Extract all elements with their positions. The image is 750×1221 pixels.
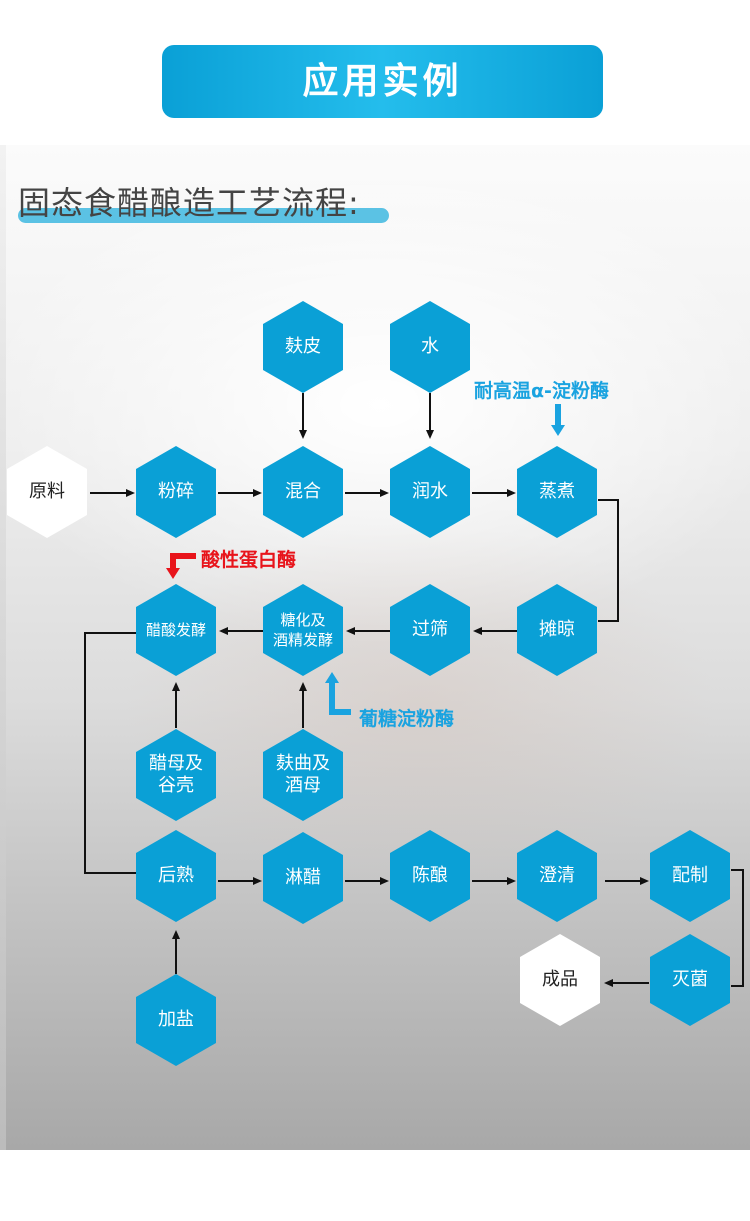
connector xyxy=(605,880,641,882)
background-edge xyxy=(0,145,6,1150)
node-label: 麸曲及酒母 xyxy=(276,753,330,797)
node-label-line: 醋母及 xyxy=(149,753,203,774)
subtitle-highlight xyxy=(18,208,389,223)
connector xyxy=(84,872,138,874)
arrow-right-icon xyxy=(380,489,389,497)
connector xyxy=(731,869,743,871)
connector xyxy=(228,630,264,632)
node-label: 混合 xyxy=(285,481,321,502)
node-label: 澄清 xyxy=(539,865,575,886)
arrow-up-icon xyxy=(299,682,307,691)
connector xyxy=(355,630,391,632)
connector xyxy=(175,690,177,728)
node-label: 醋母及谷壳 xyxy=(149,753,203,797)
node-label: 灭菌 xyxy=(672,969,708,990)
node-label-line: 酒母 xyxy=(285,775,321,796)
connector xyxy=(345,880,381,882)
subtitle-block: 固态食醋酿造工艺流程: xyxy=(18,178,389,224)
enzyme-arrow-shaft xyxy=(170,553,176,569)
arrow-left-icon xyxy=(219,627,228,635)
connector xyxy=(472,880,508,882)
enzyme-alpha-amylase: 耐高温α-淀粉酶 xyxy=(474,380,609,402)
section-banner: 应用实例 xyxy=(162,45,603,118)
connector xyxy=(598,499,618,501)
node-label: 淋醋 xyxy=(285,867,321,888)
arrow-left-icon xyxy=(346,627,355,635)
node-fupi: 麸皮 xyxy=(263,301,343,393)
connector xyxy=(84,632,138,634)
node-label: 陈酿 xyxy=(412,865,448,886)
node-label-line: 糖化及 xyxy=(280,611,326,629)
page-subtitle: 固态食醋酿造工艺流程: xyxy=(18,184,360,222)
enzyme-arrow-shaft xyxy=(170,553,196,559)
node-label: 醋酸发酵 xyxy=(145,621,206,639)
node-label-line: 麸曲及 xyxy=(276,753,330,774)
connector xyxy=(90,492,126,494)
connector xyxy=(345,492,381,494)
arrow-up-icon xyxy=(172,930,180,939)
enzyme-arrow-shaft xyxy=(329,682,335,714)
arrow-right-icon xyxy=(253,877,262,885)
node-label: 配制 xyxy=(672,865,708,886)
connector xyxy=(613,982,649,984)
arrow-right-icon xyxy=(253,489,262,497)
node-label: 润水 xyxy=(412,481,448,502)
background-photo xyxy=(0,145,750,1150)
arrow-down-icon xyxy=(299,430,307,439)
arrow-down-icon xyxy=(166,568,180,579)
arrow-left-icon xyxy=(473,627,482,635)
connector xyxy=(218,492,254,494)
node-label: 糖化及酒精发酵 xyxy=(273,610,333,650)
node-label: 水 xyxy=(421,336,439,357)
node-label: 摊晾 xyxy=(539,619,575,640)
connector xyxy=(175,938,177,974)
node-label: 原料 xyxy=(29,481,65,502)
node-label: 加盐 xyxy=(158,1009,194,1030)
arrow-right-icon xyxy=(507,489,516,497)
connector xyxy=(482,630,518,632)
node-shui: 水 xyxy=(390,301,470,393)
connector xyxy=(472,492,508,494)
connector xyxy=(429,393,431,431)
arrow-right-icon xyxy=(380,877,389,885)
enzyme-glucoamylase: 葡糖淀粉酶 xyxy=(359,708,455,730)
node-label: 后熟 xyxy=(158,865,194,886)
arrow-up-icon xyxy=(172,682,180,691)
arrow-right-icon xyxy=(507,877,516,885)
node-label: 粉碎 xyxy=(158,481,194,502)
connector xyxy=(731,985,744,987)
node-label: 过筛 xyxy=(412,619,448,640)
node-label-line: 谷壳 xyxy=(158,775,194,796)
connector xyxy=(617,499,619,622)
enzyme-arrow-shaft xyxy=(329,709,351,715)
arrow-left-icon xyxy=(604,979,613,987)
arrow-right-icon xyxy=(126,489,135,497)
connector xyxy=(302,393,304,431)
connector xyxy=(742,869,744,987)
connector xyxy=(84,632,86,874)
arrow-right-icon xyxy=(640,877,649,885)
arrow-up-icon xyxy=(325,672,339,683)
node-label-line: 酒精发酵 xyxy=(272,631,333,649)
enzyme-acid-protease: 酸性蛋白酶 xyxy=(201,549,297,571)
enzyme-arrow-shaft xyxy=(555,404,561,426)
connector xyxy=(302,690,304,728)
connector xyxy=(598,620,619,622)
arrow-down-icon xyxy=(426,430,434,439)
arrow-down-icon xyxy=(551,425,565,436)
node-label: 成品 xyxy=(542,969,578,990)
connector xyxy=(218,880,254,882)
node-label: 麸皮 xyxy=(285,336,321,357)
node-label: 蒸煮 xyxy=(539,481,575,502)
